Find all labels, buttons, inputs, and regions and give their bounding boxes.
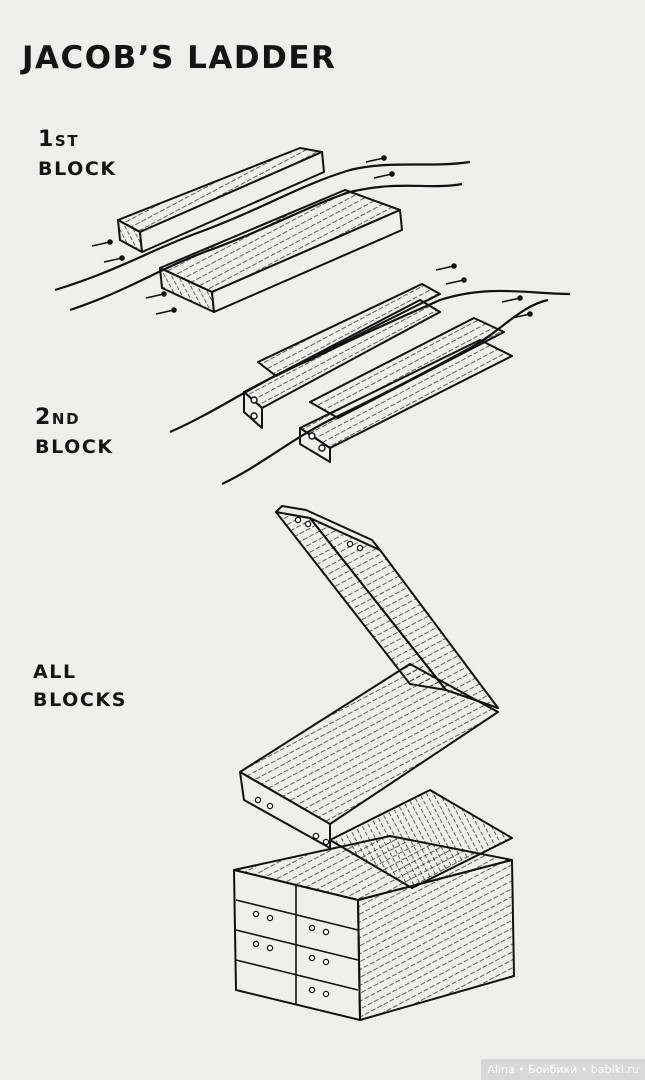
first-block-left-board-side	[139, 151, 325, 253]
first-block-nails	[91, 155, 395, 315]
first-block-illustration	[54, 147, 471, 315]
stacked-base-layer-lines	[235, 885, 359, 1005]
step-label-second-word: BLOCK	[35, 436, 114, 458]
second-block-ribbon-outer	[169, 289, 571, 434]
step-label-all-blocks: ALL BLOCKS	[33, 658, 127, 714]
all-blocks-illustration	[233, 505, 515, 1021]
watermark: Alina • Бойбики • babiki.ru	[481, 1059, 645, 1080]
falling-block-upper-end	[275, 505, 381, 551]
middle-slab-end	[239, 771, 331, 849]
step-label-first-word: BLOCK	[38, 158, 117, 180]
step-label-second-line: 2ND	[35, 405, 81, 430]
first-block-ribbon-inner	[69, 182, 463, 312]
step-label-first-line: 1ST	[38, 127, 80, 152]
diagram-title: JACOB’S LADDER	[22, 40, 337, 76]
second-block-top-right	[309, 317, 505, 419]
step-label-all-line1: ALL	[33, 661, 77, 683]
second-block-bottom-right-end	[299, 427, 331, 463]
first-block-ribbon-outer	[54, 160, 471, 292]
step-label-first-block: 1ST BLOCK	[38, 126, 117, 183]
middle-slab-dowel-holes	[254, 796, 330, 846]
second-block-ribbon-inner	[221, 298, 549, 485]
second-block-dowel-holes	[250, 396, 326, 452]
falling-block-dowel-holes	[294, 516, 364, 552]
step-label-all-line2: BLOCKS	[33, 689, 128, 711]
first-block-right-board-side	[211, 209, 403, 313]
stacked-base-dowel-holes	[252, 910, 330, 998]
second-block-top-left	[257, 283, 441, 377]
second-block-nails	[435, 263, 533, 319]
stacked-base-side	[357, 859, 515, 1021]
step-label-second-block: 2ND BLOCK	[35, 404, 114, 461]
second-block-illustration	[169, 263, 571, 485]
